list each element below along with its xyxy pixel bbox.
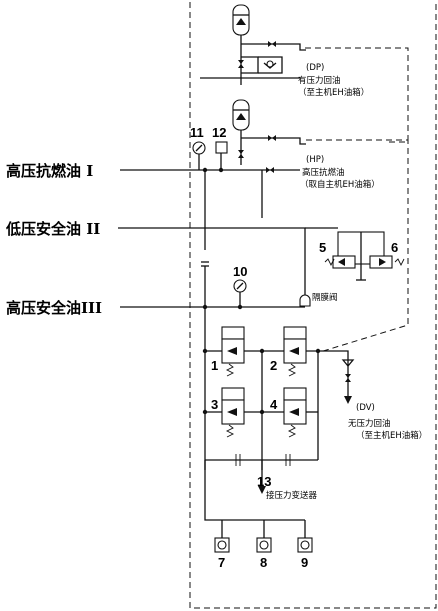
dv-desc-2: （至主机EH油箱） <box>356 430 427 441</box>
solenoid-valve-2 <box>283 326 307 377</box>
valve-interconnects <box>202 348 338 470</box>
hp-return-dashed <box>306 139 409 353</box>
num-8: 8 <box>260 555 267 570</box>
pressure-gauge-10 <box>233 279 247 307</box>
pressure-switch-7 <box>214 537 230 553</box>
num-1: 1 <box>211 358 218 373</box>
diaphragm-valve-label: 隔膜阀 <box>312 292 338 303</box>
num-12: 12 <box>212 125 226 140</box>
transmitter-label: 接压力变送器 <box>266 490 318 501</box>
accumulator-top <box>232 4 250 85</box>
label-lp-safety-oil: 低压安全油 II <box>5 220 100 238</box>
block-boundary <box>189 2 437 609</box>
accumulator-mid <box>232 99 306 165</box>
dv-desc: 无压力回油 <box>348 418 391 429</box>
num-6: 6 <box>391 240 398 255</box>
dv-return-check-valve <box>338 350 355 404</box>
num-7: 7 <box>218 555 225 570</box>
dp-code: (DP) <box>306 63 324 73</box>
num-13: 13 <box>257 474 271 489</box>
pressure-gauge-11 <box>192 141 206 170</box>
diaphragm-valve-block <box>324 231 405 281</box>
label-hp-trip-oil: 高压抗燃油 I <box>6 162 93 180</box>
num-5: 5 <box>319 240 326 255</box>
hp-code: (HP) <box>306 155 324 165</box>
num-4: 4 <box>270 397 278 412</box>
dp-return-dashed <box>305 47 409 143</box>
solenoid-valve-1 <box>205 326 245 377</box>
dp-desc: 有压力回油 <box>298 75 341 86</box>
pressure-switch-12 <box>215 141 228 170</box>
dp-desc-2: （至主机EH油箱） <box>298 87 369 98</box>
hp-desc: 高压抗燃油 <box>302 167 345 178</box>
line-lp-safety-oil <box>118 227 306 300</box>
solenoid-valve-4 <box>283 387 307 438</box>
num-11: 11 <box>190 125 204 140</box>
dp-return-circuit <box>200 41 306 79</box>
num-10: 10 <box>233 264 247 279</box>
label-hp-safety-oil: 高压安全油III <box>6 299 102 317</box>
dv-code: (DV) <box>356 403 375 413</box>
hp-desc-2: （取自主机EH油箱） <box>300 179 380 190</box>
pressure-switch-9 <box>297 537 313 553</box>
num-9: 9 <box>301 555 308 570</box>
pressure-switch-8 <box>256 537 272 553</box>
num-3: 3 <box>211 397 218 412</box>
num-2: 2 <box>270 358 277 373</box>
bottom-bus <box>204 412 319 538</box>
solenoid-valve-3 <box>221 387 245 438</box>
